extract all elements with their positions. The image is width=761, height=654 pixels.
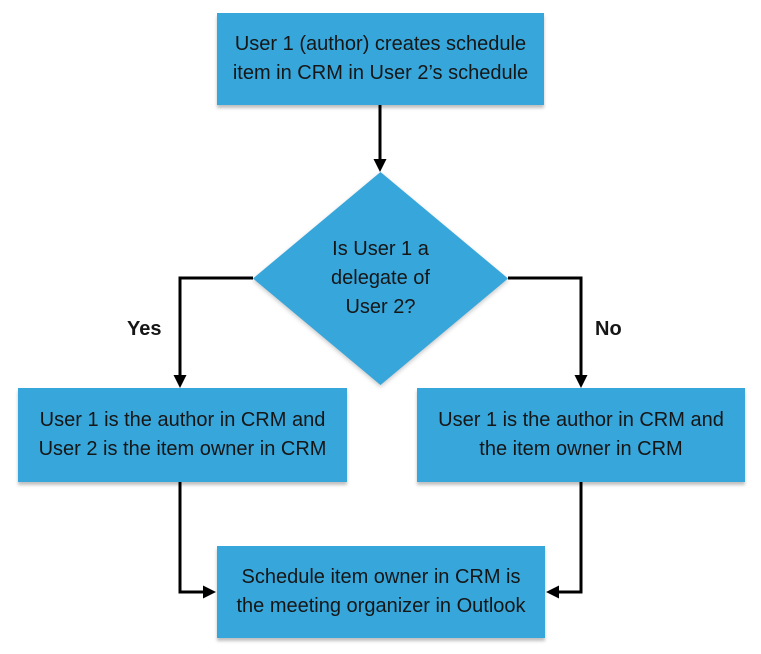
arrowhead-decision-to-yes-icon bbox=[173, 375, 187, 388]
node-yes-result-label: User 1 is the author in CRM and User 2 i… bbox=[38, 409, 327, 460]
arrow-yes-to-end bbox=[178, 482, 204, 594]
node-no-result-label: User 1 is the author in CRM and the item… bbox=[438, 409, 724, 460]
arrowhead-start-to-decision-icon bbox=[373, 159, 387, 172]
arrow-decision-to-yes bbox=[178, 276, 253, 376]
node-end: Schedule item owner in CRM is the meetin… bbox=[217, 546, 545, 638]
arrowhead-yes-to-end-icon bbox=[203, 585, 216, 599]
arrow-decision-to-no bbox=[508, 276, 583, 376]
node-start-label: User 1 (author) creates schedule item in… bbox=[232, 33, 529, 84]
edge-label-yes: Yes bbox=[127, 318, 162, 340]
node-start: User 1 (author) creates schedule item in… bbox=[217, 13, 544, 105]
arrowhead-decision-to-no-icon bbox=[574, 375, 588, 388]
arrowhead-no-to-end-icon bbox=[546, 585, 559, 599]
node-no-result: User 1 is the author in CRM and the item… bbox=[417, 388, 745, 482]
node-yes-result: User 1 is the author in CRM and User 2 i… bbox=[18, 388, 347, 482]
node-decision-label: Is User 1 a delegate of User 2? bbox=[331, 238, 430, 318]
node-decision: Is User 1 a delegate of User 2? bbox=[253, 172, 508, 385]
node-end-label: Schedule item owner in CRM is the meetin… bbox=[236, 566, 526, 617]
arrow-no-to-end bbox=[558, 482, 583, 594]
edge-label-no: No bbox=[595, 318, 622, 340]
